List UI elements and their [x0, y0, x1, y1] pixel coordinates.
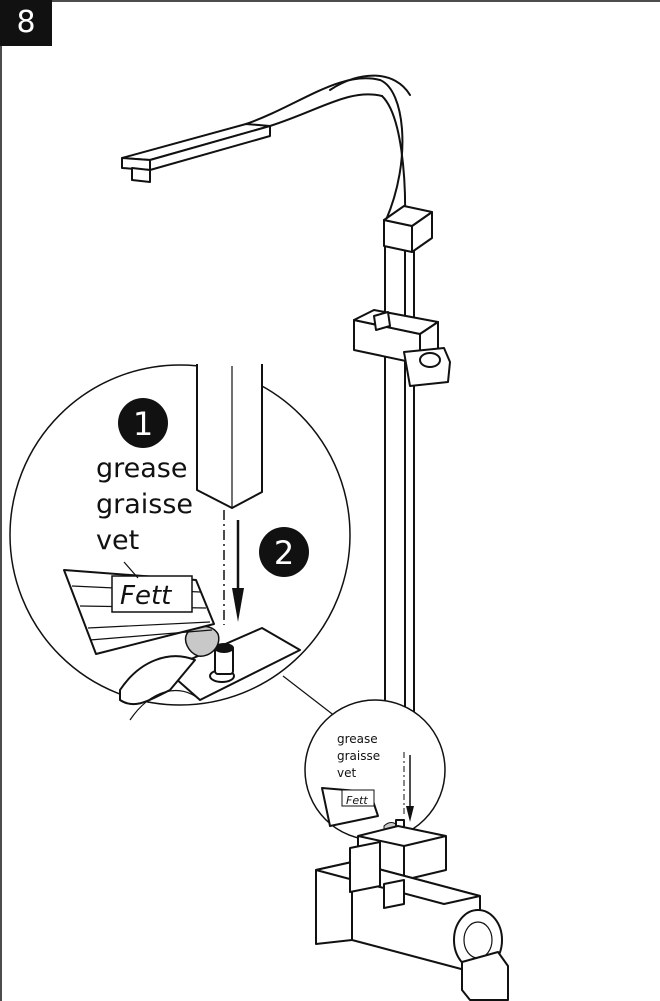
shower-arm — [121, 74, 411, 223]
callout-marker-2 — [259, 527, 309, 577]
callout-marker-1-label: 1 — [133, 405, 153, 443]
grease-label-nl: vet — [96, 525, 139, 556]
zoom-detail-circle: 1 2 grease graisse vet Fett — [9, 364, 351, 721]
grease-small-label-nl: vet — [337, 766, 356, 780]
tube-small-label-fett: Fett — [346, 794, 368, 807]
grease-small-label-en: grease — [337, 732, 378, 746]
tube-label-fett: Fett — [120, 581, 172, 611]
mixer-inset-circle: grease graisse vet Fett — [304, 699, 446, 841]
thermostatic-mixer — [315, 825, 509, 1001]
callout-marker-2-label: 2 — [274, 534, 294, 572]
grease-small-label-fr: graisse — [337, 749, 380, 763]
step-number-badge: 8 — [0, 0, 52, 46]
shower-rail — [383, 205, 433, 753]
grease-label-fr: graisse — [96, 489, 193, 520]
grease-label-en: grease — [96, 453, 187, 484]
handshower-holder — [353, 309, 451, 387]
callout-marker-1 — [118, 398, 168, 448]
